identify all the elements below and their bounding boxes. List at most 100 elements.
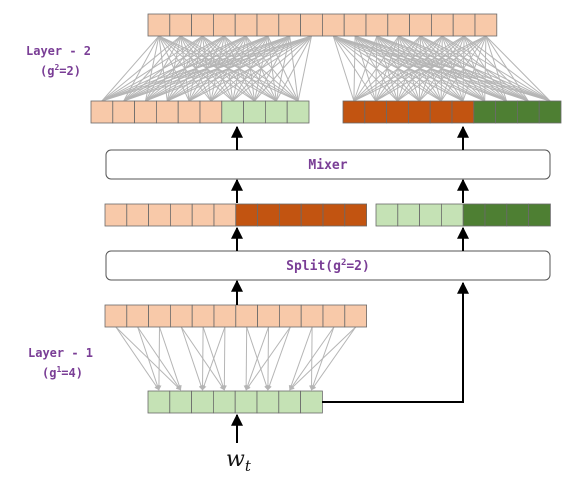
connection-line [485,35,529,102]
connection-line [145,35,312,102]
split-left-cell [169,203,193,227]
connection-line [353,35,378,102]
split-left-cell [235,203,259,227]
connection-line [353,35,421,102]
output-cell [387,13,410,37]
connection-line [101,35,225,102]
layer1-label: Layer - 1 (g1=4) [28,346,93,380]
l2-right-cell [451,100,475,124]
l2-right-cell [364,100,387,124]
split-left-cell [257,203,280,227]
connection-line [289,326,357,391]
split-box [105,250,551,281]
output-cell [234,13,258,37]
input-cell [234,390,258,414]
split-label: Split(g2=2) [286,258,370,274]
input-cell [278,390,301,414]
split-left-cell [191,203,215,227]
arrow-input-skip-to-split [322,281,469,403]
l2-left-cell [221,100,245,124]
connection-line [101,35,312,102]
connection-line [137,326,160,391]
connection-line [353,35,443,102]
split-right-vector [375,203,551,227]
split-left-cell [300,203,324,227]
l2-right-cell [495,100,518,124]
split-right-cell [462,203,486,227]
split-left-cell [213,203,237,227]
connection-line [159,326,182,391]
mixer-box [105,149,551,180]
l2-right-cell [429,100,453,124]
l1-cell [235,304,259,328]
split-left-cell [278,203,302,227]
l1-cell [104,304,128,328]
layer1-output-vector [104,304,367,328]
l1-cell [213,304,237,328]
split-left-cell [344,203,367,227]
l1-cell [126,304,150,328]
l1-cell [344,304,367,328]
input-symbol: wt [226,447,252,475]
l2-left-cell [112,100,136,124]
split-right-cell [419,203,442,227]
output-cell [474,13,498,37]
connection-line [201,326,226,391]
output-cell [169,13,193,37]
connection-line [267,326,291,391]
input-cell [256,390,280,414]
input-cell [191,390,214,414]
l1-cell [278,304,302,328]
connection-line [245,326,291,391]
layer2-left-vector [90,100,310,124]
connection-line [353,35,487,102]
layer2-param: (g2=2) [40,63,81,78]
connection-line [311,326,357,391]
l1-cell [300,304,324,328]
split-left-cell [322,203,346,227]
layer2-title: Layer - 2 [26,44,91,58]
output-cell [430,13,454,37]
input-cell [169,390,193,414]
l2-right-cell [386,100,409,124]
connection-line [101,35,247,102]
l1-cell [257,304,280,328]
connection-line [485,35,507,102]
connection-line [167,35,312,102]
output-cell [300,13,323,37]
output-cell [256,13,280,37]
connection-line [275,35,312,102]
connection-line [462,35,487,102]
output-cell [191,13,214,37]
connection-line [221,326,227,391]
l2-right-cell [407,100,431,124]
connection-line [353,35,465,102]
l2-right-cell [517,100,540,124]
layer2-label: Layer - 2 (g2=2) [26,44,91,78]
connection-line [188,35,312,102]
connection-line [288,326,313,391]
connection-line [123,35,312,102]
output-cell [452,13,476,37]
connection-line [101,35,160,102]
connection-line [297,35,312,102]
split-right-cell [375,203,399,227]
split-right-cell [506,203,529,227]
connection-line [101,35,182,102]
l2-left-cell [264,100,288,124]
l1-cell [191,304,215,328]
connection-line [397,35,487,102]
layer2-output-vector [147,13,498,37]
l2-right-cell [342,100,366,124]
split-left-vector [104,203,367,227]
connection-line [200,326,206,391]
output-cell [365,13,389,37]
connection-line [210,35,312,102]
flow-arrows [231,125,469,443]
l1-cell [148,304,171,328]
connection-line [289,326,335,391]
split-right-cell [440,203,464,227]
l2-left-cell [243,100,266,124]
